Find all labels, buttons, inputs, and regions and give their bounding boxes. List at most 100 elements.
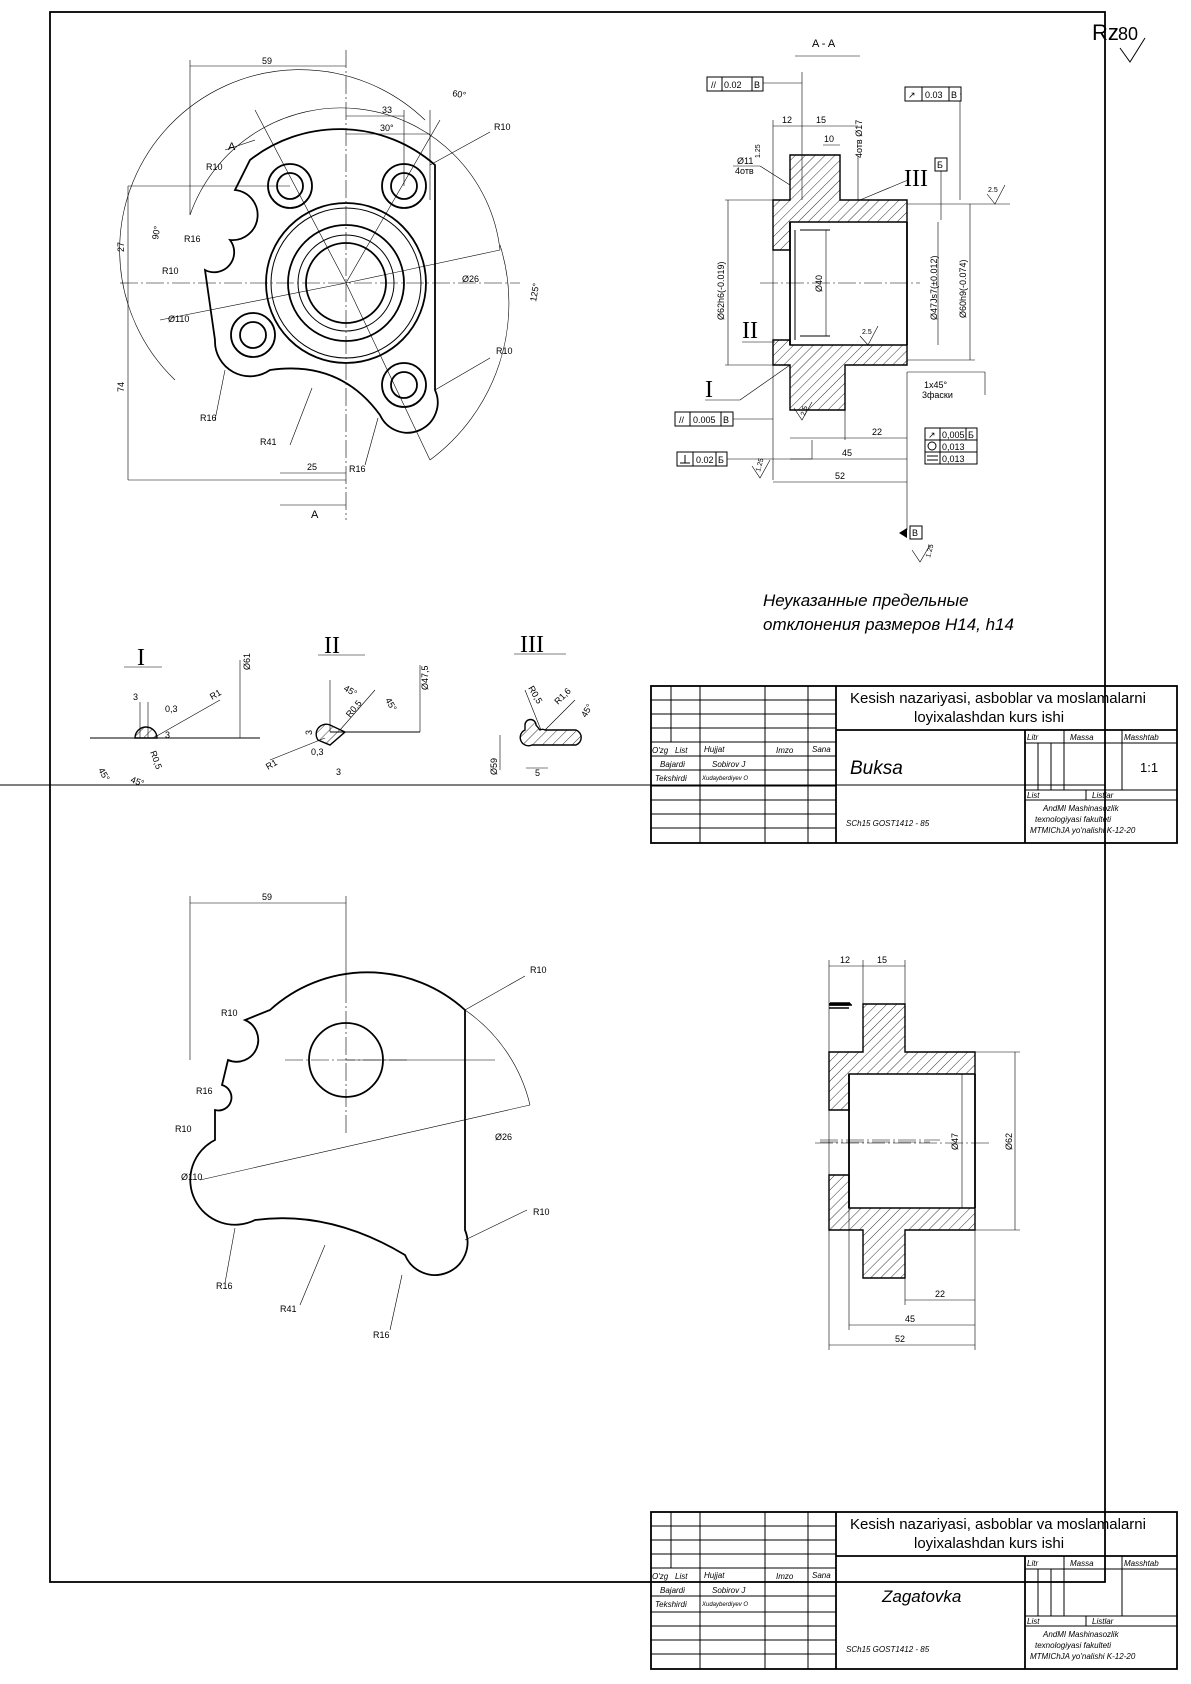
svg-text:2.5: 2.5 [862, 329, 872, 336]
svg-text:Ø62h6(-0.019): Ø62h6(-0.019) [716, 261, 726, 320]
top-plan-view: 59 60° 33 30° R10 A R10 R16 90° 27 R10 Ø… [116, 50, 541, 521]
svg-text:5: 5 [535, 768, 540, 778]
svg-text:AndMI Mashinasozlik: AndMI Mashinasozlik [1042, 1630, 1120, 1639]
svg-text:A: A [311, 509, 319, 521]
svg-text:III: III [520, 632, 544, 658]
svg-text:O'zg: O'zg [652, 746, 669, 755]
svg-text:45°: 45° [129, 774, 146, 788]
svg-text:R16: R16 [373, 1330, 390, 1340]
svg-text:Massa: Massa [1070, 733, 1094, 742]
svg-text:Sobirov J: Sobirov J [712, 1586, 746, 1595]
svg-text:R10: R10 [162, 266, 179, 276]
svg-text:Xudayberdiyev O: Xudayberdiyev O [701, 1602, 748, 1608]
svg-text:0.02: 0.02 [724, 80, 742, 90]
svg-text:45: 45 [905, 1314, 915, 1324]
svg-text:Б: Б [968, 430, 974, 440]
svg-text:Ø47: Ø47 [950, 1133, 960, 1150]
svg-text:Ø26: Ø26 [462, 274, 479, 284]
svg-text:Hujjat: Hujjat [704, 1571, 725, 1580]
svg-text:Ø60h9(-0.074): Ø60h9(-0.074) [958, 259, 968, 318]
svg-text:Ø110: Ø110 [181, 1172, 202, 1182]
svg-text:Massa: Massa [1070, 1559, 1094, 1568]
svg-text:List: List [1027, 1617, 1040, 1626]
svg-text:52: 52 [835, 471, 845, 481]
svg-text:R10: R10 [494, 122, 511, 132]
svg-text:O'zg: O'zg [652, 1572, 669, 1581]
svg-text:45: 45 [842, 448, 852, 458]
svg-text:30°: 30° [380, 123, 394, 133]
svg-text:B: B [951, 90, 957, 100]
svg-text://: // [711, 80, 717, 90]
tolerance-frame-parallel-1: // 0.02 B [706, 72, 803, 200]
svg-text:Listlar: Listlar [1092, 1617, 1114, 1626]
svg-text:3: 3 [133, 692, 138, 702]
svg-text:Hujjat: Hujjat [704, 745, 725, 754]
svg-text:4отв Ø17: 4отв Ø17 [854, 120, 864, 158]
svg-text:3: 3 [165, 730, 170, 740]
svg-text:II: II [742, 318, 758, 344]
svg-text:R10: R10 [206, 162, 223, 172]
svg-text:Kesish nazariyasi, asboblar va: Kesish nazariyasi, asboblar va moslamala… [850, 690, 1146, 707]
svg-text:0.005: 0.005 [693, 415, 716, 425]
svg-text:Litr: Litr [1027, 733, 1038, 742]
svg-text:Б: Б [937, 160, 943, 170]
svg-text:12: 12 [840, 955, 850, 965]
svg-text:List: List [675, 746, 688, 755]
svg-text:III: III [904, 166, 928, 192]
svg-text:0.02: 0.02 [696, 455, 714, 465]
svg-text:loyixalashdan kurs ishi: loyixalashdan kurs ishi [914, 709, 1064, 726]
svg-text:R10: R10 [175, 1124, 192, 1134]
svg-text:10: 10 [824, 134, 834, 144]
svg-text:22: 22 [935, 1289, 945, 1299]
svg-text:Bajardi: Bajardi [660, 1586, 685, 1595]
tolerance-frame-perpendicular: 0.02 Б [676, 440, 813, 467]
svg-text:33: 33 [382, 105, 392, 115]
svg-text:SCh15 GOST1412 - 85: SCh15 GOST1412 - 85 [846, 819, 930, 828]
svg-text:125°: 125° [528, 282, 541, 302]
svg-text:0,013: 0,013 [942, 454, 965, 464]
roughness-symbol: Rz 80 [1092, 20, 1146, 63]
svg-text:Sana: Sana [812, 1571, 831, 1580]
svg-text:List: List [1027, 791, 1040, 800]
svg-text:R10: R10 [530, 965, 547, 975]
svg-text:0,013: 0,013 [942, 442, 965, 452]
svg-text:List: List [675, 1572, 688, 1581]
svg-text:Ø11: Ø11 [737, 156, 753, 166]
svg-text:1x45°: 1x45° [924, 380, 948, 390]
svg-text:52: 52 [895, 1334, 905, 1344]
svg-text:15: 15 [816, 115, 826, 125]
bottom-plan-view: 59 R10 R10 R16 R10 Ø26 Ø110 R10 R16 R41 … [175, 892, 550, 1340]
svg-text:MTMIChJA yo'nalishi K-12-20: MTMIChJA yo'nalishi K-12-20 [1030, 826, 1136, 835]
svg-text:Ø40: Ø40 [814, 275, 824, 292]
svg-text:60°: 60° [452, 88, 468, 100]
svg-text:Masshtab: Masshtab [1124, 733, 1159, 742]
svg-text:II: II [324, 633, 340, 659]
svg-text:R16: R16 [200, 413, 217, 423]
svg-text:0.03: 0.03 [925, 90, 943, 100]
svg-text:Buksa: Buksa [850, 758, 903, 779]
svg-text:A: A [228, 141, 236, 153]
svg-text:Zagatovka: Zagatovka [881, 1587, 961, 1606]
svg-text:R16: R16 [216, 1281, 233, 1291]
svg-text:0,005: 0,005 [942, 430, 965, 440]
svg-text:2.5: 2.5 [800, 405, 809, 416]
svg-text:I: I [137, 645, 145, 671]
svg-text://: // [679, 415, 685, 425]
svg-text:59: 59 [262, 892, 272, 902]
drawing-frame [49, 11, 1106, 1583]
svg-text:1.25: 1.25 [925, 543, 935, 558]
svg-text:R16: R16 [184, 234, 201, 244]
svg-text:SCh15 GOST1412 - 85: SCh15 GOST1412 - 85 [846, 1645, 930, 1654]
svg-text:12: 12 [782, 115, 792, 125]
svg-text:B: B [912, 528, 918, 538]
svg-text:3: 3 [304, 730, 314, 735]
svg-text:Ø47Js7(±0.012): Ø47Js7(±0.012) [929, 256, 939, 320]
svg-text:Imzo: Imzo [776, 746, 794, 755]
svg-text:AndMI Mashinasozlik: AndMI Mashinasozlik [1042, 804, 1120, 813]
svg-text:texnologiyasi fakulteti: texnologiyasi fakulteti [1035, 815, 1111, 824]
svg-text:Listlar: Listlar [1092, 791, 1114, 800]
svg-text:B: B [754, 80, 760, 90]
svg-text:1.25: 1.25 [755, 457, 765, 472]
bolt-holes [230, 163, 427, 408]
